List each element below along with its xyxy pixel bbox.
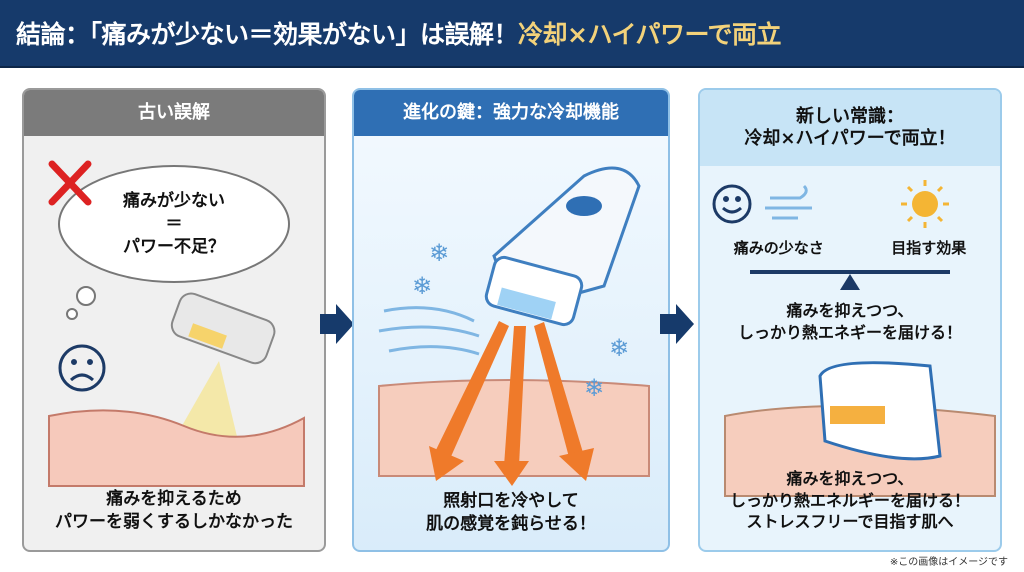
- panel-cooling-key: 進化の鍵：強力な冷却機能 ❄❄❄❄ 照射口を冷やして肌の感覚を鈍らせる！: [352, 88, 670, 552]
- arrow-right-icon: [320, 304, 354, 344]
- mid-text: 痛みを抑えつつ、しっかり熱エネギーを届ける！: [737, 301, 962, 342]
- device-illustration: [484, 166, 641, 327]
- panel-old-misconception: 古い誤解 痛みが少ない＝パワー不足？ 痛みを抑えるためパワーを弱くするしかなかっ…: [22, 88, 326, 552]
- svg-text:❄: ❄: [429, 239, 449, 267]
- wind-icon: [378, 306, 480, 356]
- smile-icon: [712, 184, 752, 224]
- panel-caption: 照射口を冷やして肌の感覚を鈍らせる！: [426, 491, 596, 534]
- wind-icon: [765, 184, 812, 220]
- panel-new-standard: 新しい常識：冷却×ハイパワーで両立！ 痛みの少なさ 目指す効果 痛みを抑えつつ、し…: [698, 88, 1002, 552]
- title-accent: 冷却×ハイパワーで両立: [518, 20, 781, 49]
- sad-face-icon: [58, 344, 106, 392]
- snowflake-icon: ❄❄❄❄: [412, 239, 629, 402]
- label-target-effect: 目指す効果: [891, 239, 967, 257]
- svg-text:❄: ❄: [609, 334, 629, 362]
- footnote: ※この画像はイメージです: [889, 557, 1008, 568]
- balance-icon: [750, 270, 950, 290]
- device-illustration: [818, 361, 942, 461]
- panel-title: 新しい常識：冷却×ハイパワーで両立！: [700, 90, 1000, 166]
- cross-icon: [48, 160, 92, 206]
- panel-title: 進化の鍵：強力な冷却機能: [354, 90, 668, 136]
- panel-title: 古い誤解: [24, 90, 324, 136]
- svg-text:❄: ❄: [584, 374, 604, 402]
- skin-illustration: [48, 409, 305, 487]
- label-less-pain: 痛みの少なさ: [733, 239, 824, 257]
- panel-caption: 痛みを抑えつつ、しっかり熱エネルギーを届ける！ストレスフリーで目指す肌へ: [729, 469, 970, 532]
- panel-caption: 痛みを抑えるためパワーを弱くするしかなかった: [55, 489, 293, 532]
- title-main: 結論：「痛みが少ない＝効果がない」は誤解！: [16, 20, 519, 49]
- thought-bubble: [58, 165, 290, 320]
- sun-icon: [901, 180, 949, 228]
- bubble-text: 痛みが少ない＝パワー不足？: [123, 191, 225, 257]
- arrow-right-icon: [660, 304, 694, 344]
- light-beam-arrows: [429, 321, 594, 486]
- page-title: 結論：「痛みが少ない＝効果がない」は誤解！冷却×ハイパワーで両立: [0, 0, 1024, 68]
- svg-text:❄: ❄: [412, 272, 432, 300]
